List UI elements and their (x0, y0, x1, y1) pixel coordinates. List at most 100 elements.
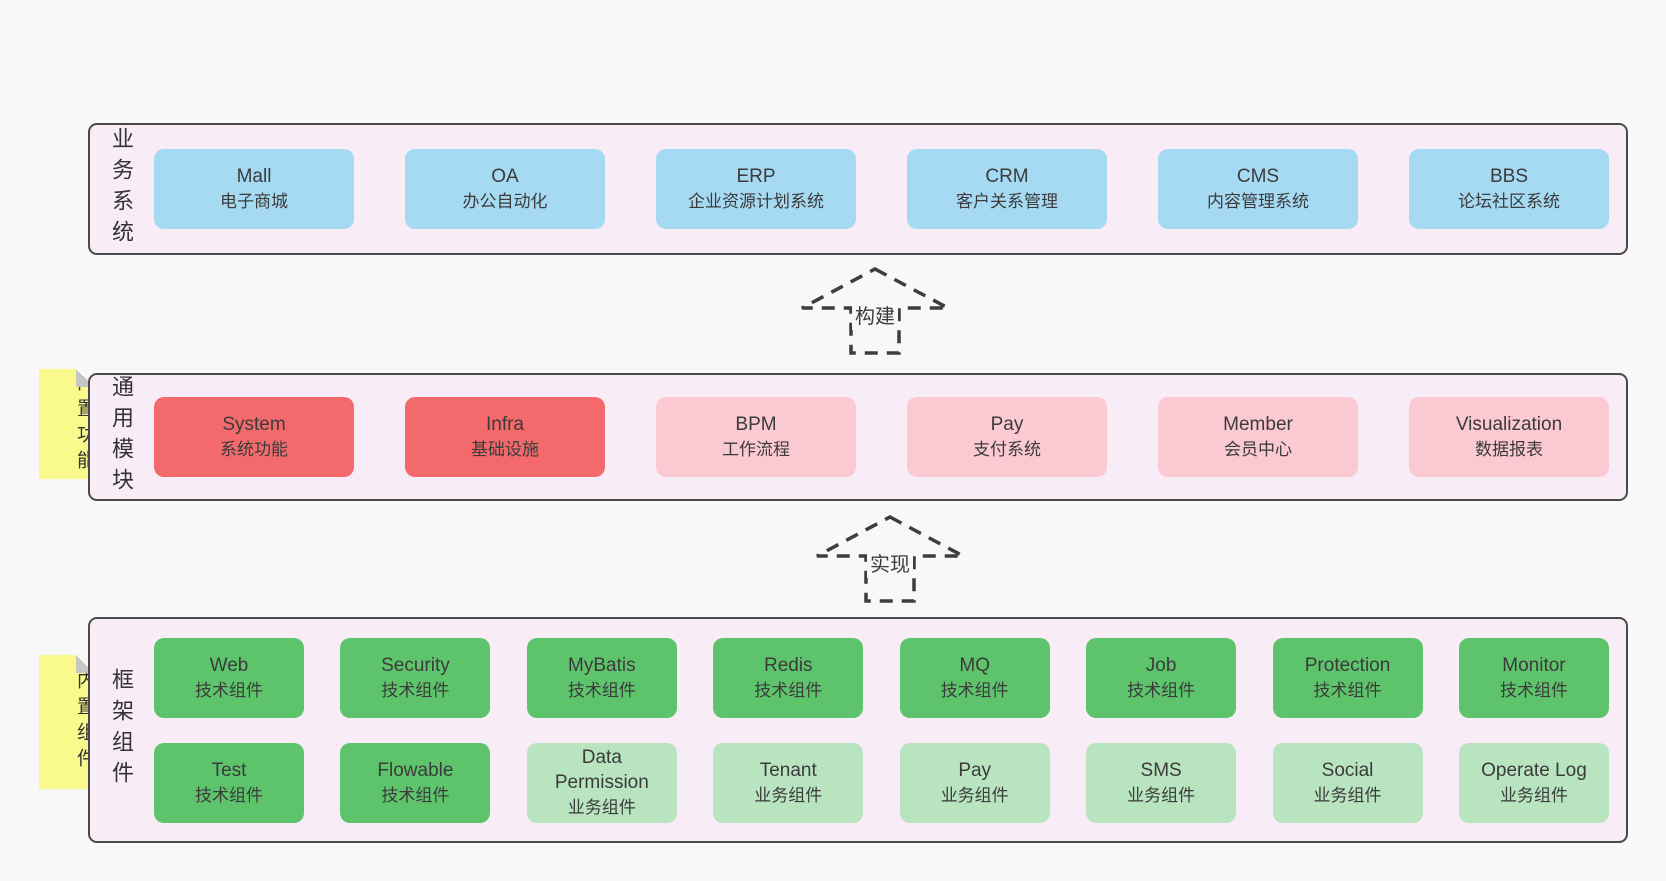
box-test: Test 技术组件 (154, 742, 304, 823)
box-title: MQ (959, 654, 990, 676)
sticky-note-builtin-components: 内置组件 (39, 655, 94, 789)
box-title: Protection (1304, 654, 1391, 676)
box-subtitle: 数据报表 (1475, 440, 1543, 459)
dashed-up-arrow-icon (816, 515, 964, 603)
band-framework-label: 框架组件 (109, 668, 134, 792)
sticky-note-builtin-features: 内置功能 (39, 369, 94, 479)
box-title: Infra (485, 414, 525, 435)
box-subtitle: 办公自动化 (462, 192, 548, 211)
box-crm: CRM 客户关系管理 (907, 149, 1107, 229)
band-business-label: 业务系统 (109, 127, 134, 251)
box-title: Visualization (1455, 414, 1563, 435)
band-framework-components: 框架组件 Web 技术组件 Security 技术组件 MyBatis 技术组件… (88, 617, 1628, 843)
box-title: Monitor (1502, 654, 1566, 676)
box-subtitle: 系统功能 (220, 440, 288, 459)
box-data-permission: Data Permission 业务组件 (526, 742, 677, 823)
box-operate-log: Operate Log 业务组件 (1458, 742, 1609, 823)
box-title: MyBatis (568, 654, 636, 676)
band-common-modules: 通用模块 System 系统功能 Infra 基础设施 BPM 工作流程 Pay… (88, 373, 1628, 501)
band-business-systems: 业务系统 Mall 电子商城 OA 办公自动化 ERP 企业资源计划系统 CRM… (88, 123, 1628, 255)
box-mall: Mall 电子商城 (154, 149, 354, 229)
box-oa: OA 办公自动化 (405, 149, 605, 229)
band-modules-label: 通用模块 (109, 375, 134, 499)
build-arrow-label: 构建 (852, 299, 898, 330)
box-title: Mall (236, 166, 272, 187)
box-subtitle: 技术组件 (381, 785, 450, 805)
box-mybatis: MyBatis 技术组件 (526, 637, 677, 718)
box-subtitle: 会员中心 (1224, 440, 1292, 459)
sticky-note-label: 内置功能 (74, 372, 95, 476)
box-title: Data Permission (554, 747, 649, 793)
box-title: Test (211, 759, 247, 781)
band-modules-boxes: System 系统功能 Infra 基础设施 BPM 工作流程 Pay 支付系统… (152, 375, 1626, 499)
band-business-boxes: Mall 电子商城 OA 办公自动化 ERP 企业资源计划系统 CRM 客户关系… (152, 125, 1626, 253)
band-framework-rows: Web 技术组件 Security 技术组件 MyBatis 技术组件 Redi… (152, 619, 1626, 841)
box-subtitle: 技术组件 (195, 785, 263, 805)
box-subtitle: 技术组件 (754, 680, 823, 700)
box-title: OA (491, 166, 519, 187)
box-subtitle: 技术组件 (195, 680, 263, 700)
box-title: Pay (990, 414, 1024, 435)
sticky-note-label: 内置组件 (74, 670, 95, 774)
box-subtitle: 工作流程 (722, 440, 790, 459)
box-subtitle: 业务组件 (940, 785, 1009, 805)
box-system: System 系统功能 (154, 397, 354, 477)
box-redis: Redis 技术组件 (713, 637, 864, 718)
box-title: Social (1321, 759, 1374, 781)
box-subtitle: 内容管理系统 (1207, 192, 1309, 211)
implement-arrow: 实现 (810, 514, 970, 604)
box-cms: CMS 内容管理系统 (1158, 149, 1358, 229)
box-job: Job 技术组件 (1086, 637, 1237, 718)
box-subtitle: 业务组件 (1313, 785, 1382, 805)
box-subtitle: 业务组件 (754, 785, 823, 805)
box-visualization: Visualization 数据报表 (1409, 397, 1609, 477)
box-title: Pay (958, 759, 992, 781)
box-title: Tenant (759, 759, 817, 781)
box-tenant: Tenant 业务组件 (713, 742, 864, 823)
box-subtitle: 技术组件 (381, 680, 450, 700)
dashed-up-arrow-icon (801, 267, 949, 355)
framework-row-2: Test 技术组件 Flowable 技术组件 Data Permission … (154, 742, 1609, 823)
box-subtitle: 业务组件 (1127, 785, 1196, 805)
box-member: Member 会员中心 (1158, 397, 1358, 477)
build-arrow: 构建 (795, 266, 955, 356)
box-title: CMS (1236, 166, 1280, 187)
box-title: Web (209, 654, 249, 676)
box-subtitle: 企业资源计划系统 (688, 192, 824, 211)
box-subtitle: 技术组件 (940, 680, 1009, 700)
box-social: Social 业务组件 (1272, 742, 1423, 823)
box-subtitle: 电子商城 (220, 192, 288, 211)
box-pay-component: Pay 业务组件 (899, 742, 1050, 823)
box-protection: Protection 技术组件 (1272, 637, 1423, 718)
box-subtitle: 支付系统 (973, 440, 1041, 459)
box-pay-module: Pay 支付系统 (907, 397, 1107, 477)
box-title: Redis (763, 654, 813, 676)
box-title: Security (381, 654, 450, 676)
box-infra: Infra 基础设施 (405, 397, 605, 477)
box-subtitle: 基础设施 (471, 440, 539, 459)
box-subtitle: 论坛社区系统 (1458, 192, 1560, 211)
box-title: System (222, 414, 286, 435)
implement-arrow-label: 实现 (867, 547, 913, 578)
box-title: SMS (1140, 759, 1182, 781)
box-sms: SMS 业务组件 (1086, 742, 1237, 823)
box-title: Job (1145, 654, 1177, 676)
box-subtitle: 业务组件 (567, 798, 636, 817)
box-title: BPM (735, 414, 777, 435)
box-title: Member (1223, 414, 1293, 435)
box-title: Flowable (377, 759, 454, 781)
box-title: Operate Log (1481, 759, 1587, 781)
box-mq: MQ 技术组件 (899, 637, 1050, 718)
box-bpm: BPM 工作流程 (656, 397, 856, 477)
box-title: ERP (736, 166, 776, 187)
box-subtitle: 技术组件 (1127, 680, 1196, 700)
box-title: CRM (985, 166, 1029, 187)
box-erp: ERP 企业资源计划系统 (656, 149, 856, 229)
box-security: Security 技术组件 (340, 637, 491, 718)
box-bbs: BBS 论坛社区系统 (1409, 149, 1609, 229)
box-title: BBS (1489, 166, 1529, 187)
box-flowable: Flowable 技术组件 (340, 742, 491, 823)
box-web: Web 技术组件 (154, 637, 304, 718)
box-subtitle: 业务组件 (1499, 785, 1568, 805)
